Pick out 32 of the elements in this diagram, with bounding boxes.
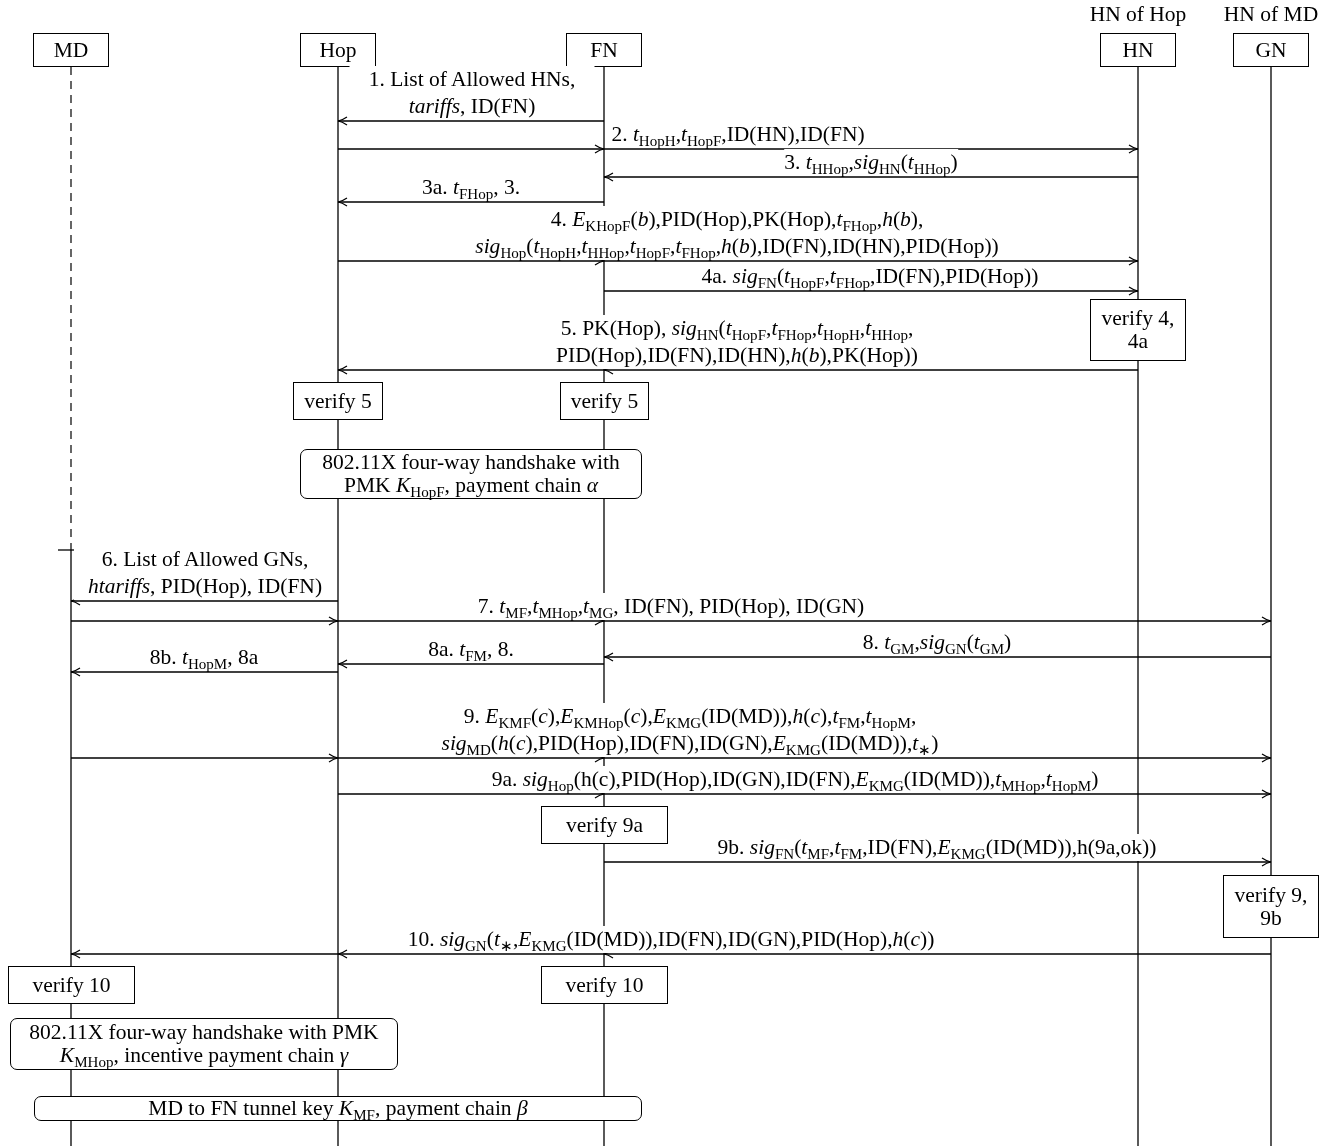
box-label: GN bbox=[1255, 38, 1287, 62]
box-label: MD to FN tunnel key K$_{MF}$, payment chain β bbox=[148, 1097, 528, 1120]
process-box bbox=[10, 1018, 398, 1070]
message-label: 9a. sig$_{Hop}$(h(c),PID(Hop),ID(GN),ID(FN),E$_{K}$$_{MG}$(ID(MD)),t$_{MHop}$,t$_{HopM}$) bbox=[491, 766, 1099, 793]
message-label: 7. t$_{MF}$,t$_{MHop}$,t$_{MG}$, ID(FN), PID(Hop), ID(GN) bbox=[477, 593, 865, 620]
process-box bbox=[1090, 299, 1186, 361]
box-label: 802.11X four-way handshake with PMK K$_{MHop}$, incentive payment chain γ bbox=[28, 1021, 380, 1067]
process-box bbox=[293, 382, 383, 420]
process-box bbox=[8, 966, 135, 1004]
box-label: verify 10 bbox=[32, 973, 111, 997]
box-label: HN bbox=[1122, 38, 1154, 62]
participant-caption: HN of Hop bbox=[1089, 3, 1187, 26]
box-label: verify 10 bbox=[565, 973, 644, 997]
process-box bbox=[560, 382, 649, 420]
message-label: 9b. sig$_{FN}$(t$_{MF}$,t$_{FM}$,ID(FN),E$_{K}$$_{MG}$(ID(MD)),h(9a,ok)) bbox=[717, 834, 1157, 861]
box-label: FN bbox=[590, 38, 618, 62]
message-label: 10. sig$_{GN}$(t$_{∗}$,E$_{K}$$_{MG}$(ID(MD)),ID(FN),ID(GN),PID(Hop),h(c)) bbox=[407, 926, 935, 953]
box-label: verify 9a bbox=[566, 813, 643, 837]
participant-caption: HN of MD bbox=[1223, 3, 1319, 26]
box-label: verify 5 bbox=[570, 389, 639, 413]
process-box bbox=[541, 966, 668, 1004]
box-label: verify 9, 9b bbox=[1233, 883, 1309, 930]
box-label: verify 4, 4a bbox=[1100, 307, 1176, 353]
process-box bbox=[300, 449, 642, 499]
process-box bbox=[34, 1096, 642, 1121]
message-label: 3. t$_{HHop}$,sig$_{HN}$(t$_{HHop}$) bbox=[784, 149, 958, 176]
process-box bbox=[541, 806, 668, 844]
process-box bbox=[1223, 875, 1319, 938]
box-label: Hop bbox=[319, 38, 357, 62]
box-label: MD bbox=[53, 38, 89, 62]
box-label: verify 5 bbox=[304, 389, 372, 413]
message-label: 1. List of Allowed HNs, tariffs, ID(FN) bbox=[349, 66, 595, 120]
